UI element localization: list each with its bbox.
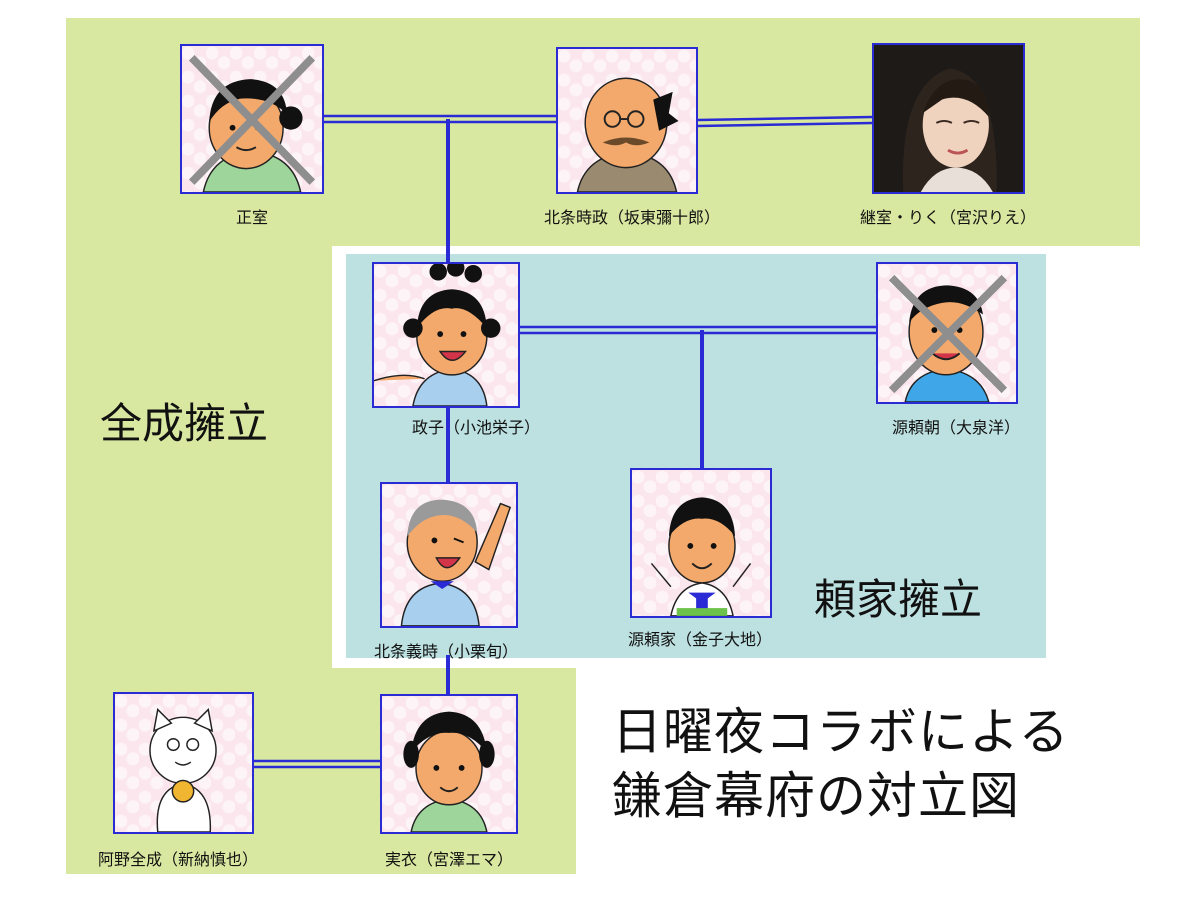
caption-yoshitoki: 北条義時（小栗旬）: [373, 642, 519, 661]
caption-zensei: 阿野全成（新納慎也）: [97, 850, 259, 869]
caption-yoritomo: 源頼朝（大泉洋）: [891, 418, 1021, 437]
portrait-yoritomo: [876, 262, 1018, 404]
diagram-title-line2: 鎌倉幕府の対立図: [612, 767, 1020, 825]
caption-riku: 継室・りく（宮沢りえ）: [859, 208, 1037, 227]
portrait-yoshitoki: [380, 482, 518, 628]
caption-seishitsu: 正室: [235, 208, 269, 227]
portrait-jitsui: [380, 694, 518, 834]
yoriie-faction-label: 頼家擁立: [814, 575, 983, 624]
diagram-title: 日曜夜コラボによる 鎌倉幕府の対立図: [612, 700, 1070, 828]
caption-jitsui: 実衣（宮澤エマ）: [384, 850, 514, 869]
portrait-zensei: [113, 692, 254, 834]
portrait-masako: [372, 262, 520, 408]
portrait-yoriie: [630, 468, 772, 618]
caption-masako: 政子（小池栄子）: [411, 418, 541, 437]
portrait-seishitsu: [180, 44, 324, 194]
caption-tokimasa: 北条時政（坂東彌十郎）: [543, 208, 721, 227]
diagram-title-line1: 日曜夜コラボによる: [612, 703, 1070, 761]
portrait-tokimasa: [556, 47, 698, 194]
portrait-riku: [872, 43, 1025, 194]
caption-yoriie: 源頼家（金子大地）: [627, 630, 773, 649]
zensei-faction-label: 全成擁立: [100, 399, 269, 448]
